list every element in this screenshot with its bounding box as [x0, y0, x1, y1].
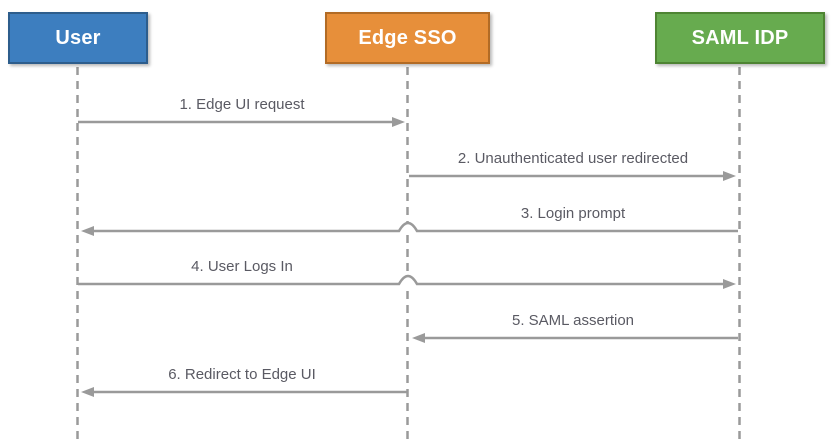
actor-saml-idp: SAML IDP [655, 12, 825, 64]
actor-edge-sso-label: Edge SSO [358, 26, 457, 49]
arrowhead-left-icon [81, 387, 94, 397]
arrowhead-right-icon [723, 171, 736, 181]
actor-saml-idp-label: SAML IDP [691, 26, 789, 49]
message-arrow-4 [78, 274, 724, 286]
message-arrow-3 [93, 221, 738, 233]
arrowhead-left-icon [81, 226, 94, 236]
message-label-1: 1. Edge UI request [179, 96, 305, 113]
actor-user: User [8, 12, 148, 64]
message-label-5: 5. SAML assertion [512, 312, 634, 329]
message-label-4: 4. User Logs In [191, 258, 293, 275]
actor-edge-sso: Edge SSO [325, 12, 490, 64]
arrowhead-right-icon [392, 117, 405, 127]
message-label-2: 2. Unauthenticated user redirected [457, 150, 689, 167]
message-label-3: 3. Login prompt [520, 205, 626, 222]
arrowhead-right-icon [723, 279, 736, 289]
actor-user-label: User [55, 26, 101, 49]
message-label-6: 6. Redirect to Edge UI [168, 366, 316, 383]
arrowhead-left-icon [412, 333, 425, 343]
